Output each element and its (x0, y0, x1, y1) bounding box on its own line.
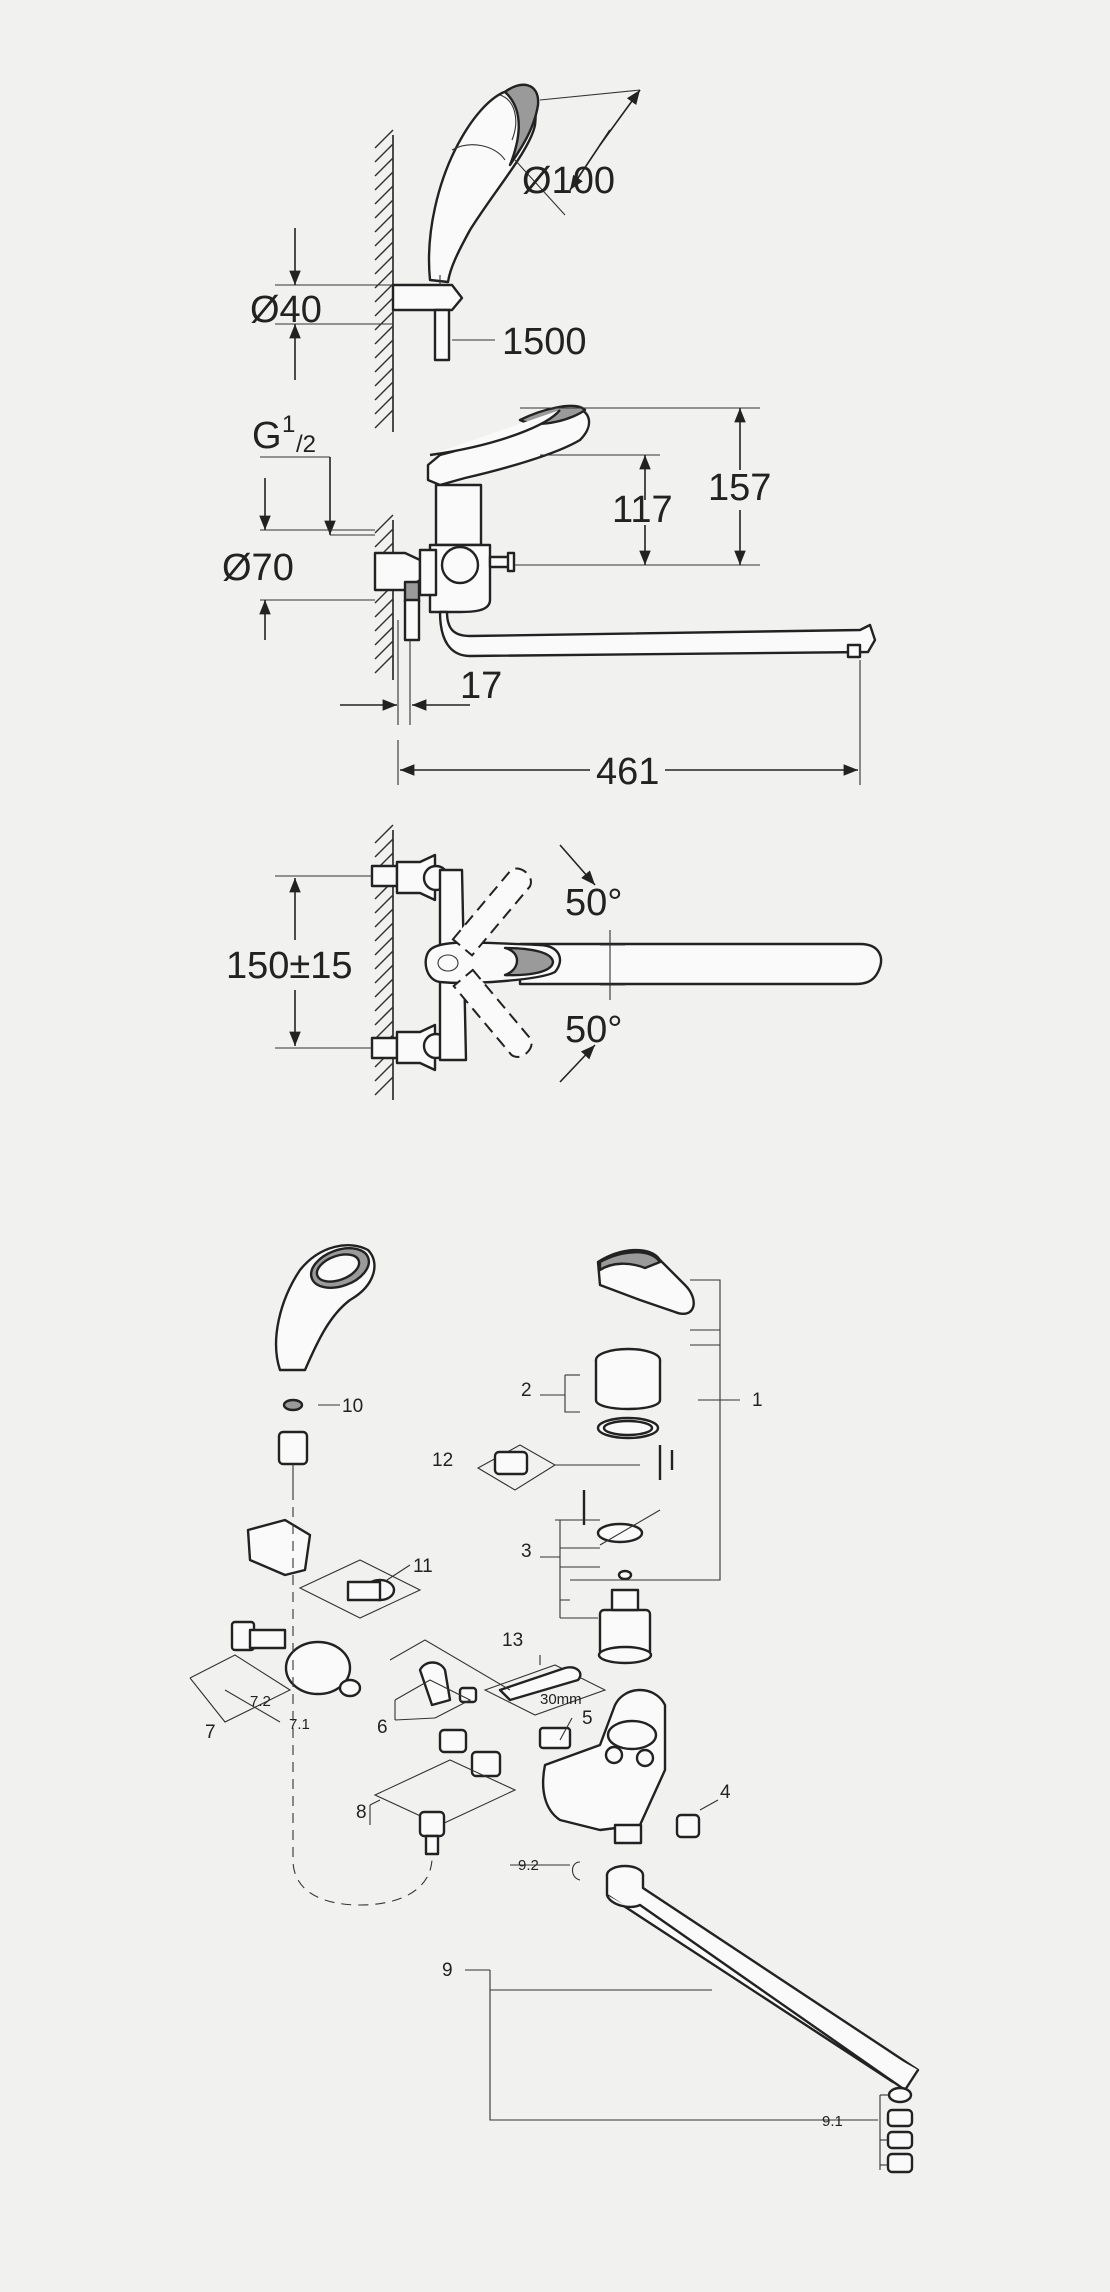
hatch-stroke (374, 598, 394, 618)
hatch-stroke (374, 381, 394, 401)
wall-hatching-2 (374, 514, 394, 674)
hatch-stroke (374, 325, 394, 345)
hatch-stroke (374, 654, 394, 674)
hatch-stroke (374, 950, 394, 970)
section-hand-shower: Ø100 Ø40 1500 (250, 83, 641, 432)
hatch-stroke (374, 824, 394, 844)
hatch-stroke (374, 171, 394, 191)
part-wall-connector (230, 1620, 362, 1698)
dim-height-157: 157 (708, 467, 771, 509)
hatch-stroke (374, 1062, 394, 1082)
hatch-stroke (374, 409, 394, 429)
hatch-stroke (374, 395, 394, 415)
part-hand-shower (274, 1243, 376, 1372)
dim-height-117: 117 (612, 489, 673, 531)
hatch-stroke (374, 922, 394, 942)
callout-10: 10 (342, 1396, 363, 1417)
tool-size-label: 30mm (540, 1691, 582, 1708)
hatch-stroke (374, 1020, 394, 1040)
hatch-stroke (374, 283, 394, 303)
spout-side (438, 610, 877, 658)
hatch-stroke (374, 297, 394, 317)
hatch-stroke (374, 311, 394, 331)
dim-angle-upper: 50° (565, 882, 622, 924)
hatch-stroke (374, 978, 394, 998)
callout-7-1: 7.1 (289, 1716, 310, 1733)
hatch-stroke (374, 1006, 394, 1026)
hatch-stroke (374, 353, 394, 373)
callout-1: 1 (752, 1390, 763, 1411)
hatch-stroke (374, 1076, 394, 1096)
callout-9-2: 9.2 (518, 1857, 539, 1874)
callout-4: 4 (720, 1782, 731, 1803)
hatch-stroke (374, 157, 394, 177)
section-exploded-view: 30mm (189, 1243, 920, 2174)
dim-holder-diameter: Ø40 (250, 289, 322, 331)
dim-spout-reach: 461 (596, 751, 659, 793)
shower-head-side (427, 83, 540, 284)
hatch-stroke (374, 199, 394, 219)
part-spout (605, 1864, 920, 2092)
section-mixer-side: G 1 /2 Ø70 117 157 17 461 (222, 404, 877, 793)
callout-6: 6 (377, 1717, 388, 1738)
hatch-stroke (374, 838, 394, 858)
callout-8: 8 (356, 1802, 367, 1823)
lever-rotation-upper (451, 867, 532, 957)
dim-thread-sub: /2 (296, 431, 316, 458)
part-cover-cap (594, 1347, 662, 1440)
hatch-stroke (374, 129, 394, 149)
dim-angle-lower: 50° (565, 1009, 622, 1051)
part-lever-handle (596, 1248, 695, 1315)
callout-7-2: 7.2 (250, 1693, 271, 1710)
callout-2: 2 (521, 1380, 532, 1401)
dim-thread-g: G (252, 415, 282, 457)
hatch-stroke (374, 626, 394, 646)
section-top-view: 50° 50° 150±15 (226, 824, 883, 1100)
part-mixer-body (541, 1688, 667, 1845)
dim-escutcheon-diameter: Ø70 (222, 547, 294, 589)
hatch-stroke (374, 936, 394, 956)
callout-12: 12 (432, 1450, 453, 1471)
mixer-body (434, 483, 483, 547)
hatch-stroke (374, 992, 394, 1012)
hatch-stroke (374, 241, 394, 261)
callout-9: 9 (442, 1960, 453, 1981)
hatch-stroke (374, 894, 394, 914)
callout-11: 11 (413, 1556, 433, 1577)
dim-showerhead-diameter: Ø100 (522, 160, 615, 202)
dim-hose-length: 1500 (502, 321, 587, 363)
hatch-stroke (374, 227, 394, 247)
callout-7: 7 (205, 1722, 216, 1743)
hatch-stroke (374, 185, 394, 205)
hatch-stroke (374, 367, 394, 387)
hatch-stroke (374, 964, 394, 984)
wall-hatching-3 (374, 824, 394, 1096)
dim-thread-sup: 1 (282, 411, 295, 438)
callout-9-1: 9.1 (822, 2113, 843, 2130)
lever-rotation-lower (452, 968, 533, 1058)
hatch-stroke (374, 612, 394, 632)
dim-wall-offset: 17 (460, 665, 502, 707)
part-cartridge (597, 1588, 653, 1665)
callout-5: 5 (582, 1708, 593, 1729)
wall-holder (391, 275, 464, 362)
spout-top (518, 942, 883, 986)
callout-13: 13 (502, 1630, 523, 1651)
callout-3: 3 (521, 1541, 532, 1562)
hatch-stroke (374, 143, 394, 163)
hatch-stroke (374, 640, 394, 660)
hatch-stroke (374, 514, 394, 534)
hatch-stroke (374, 339, 394, 359)
hatch-stroke (374, 528, 394, 548)
hatch-stroke (374, 255, 394, 275)
dim-centre-distance: 150±15 (226, 945, 353, 987)
wall-hatching (374, 129, 394, 429)
hatch-stroke (374, 213, 394, 233)
hatch-stroke (374, 908, 394, 928)
